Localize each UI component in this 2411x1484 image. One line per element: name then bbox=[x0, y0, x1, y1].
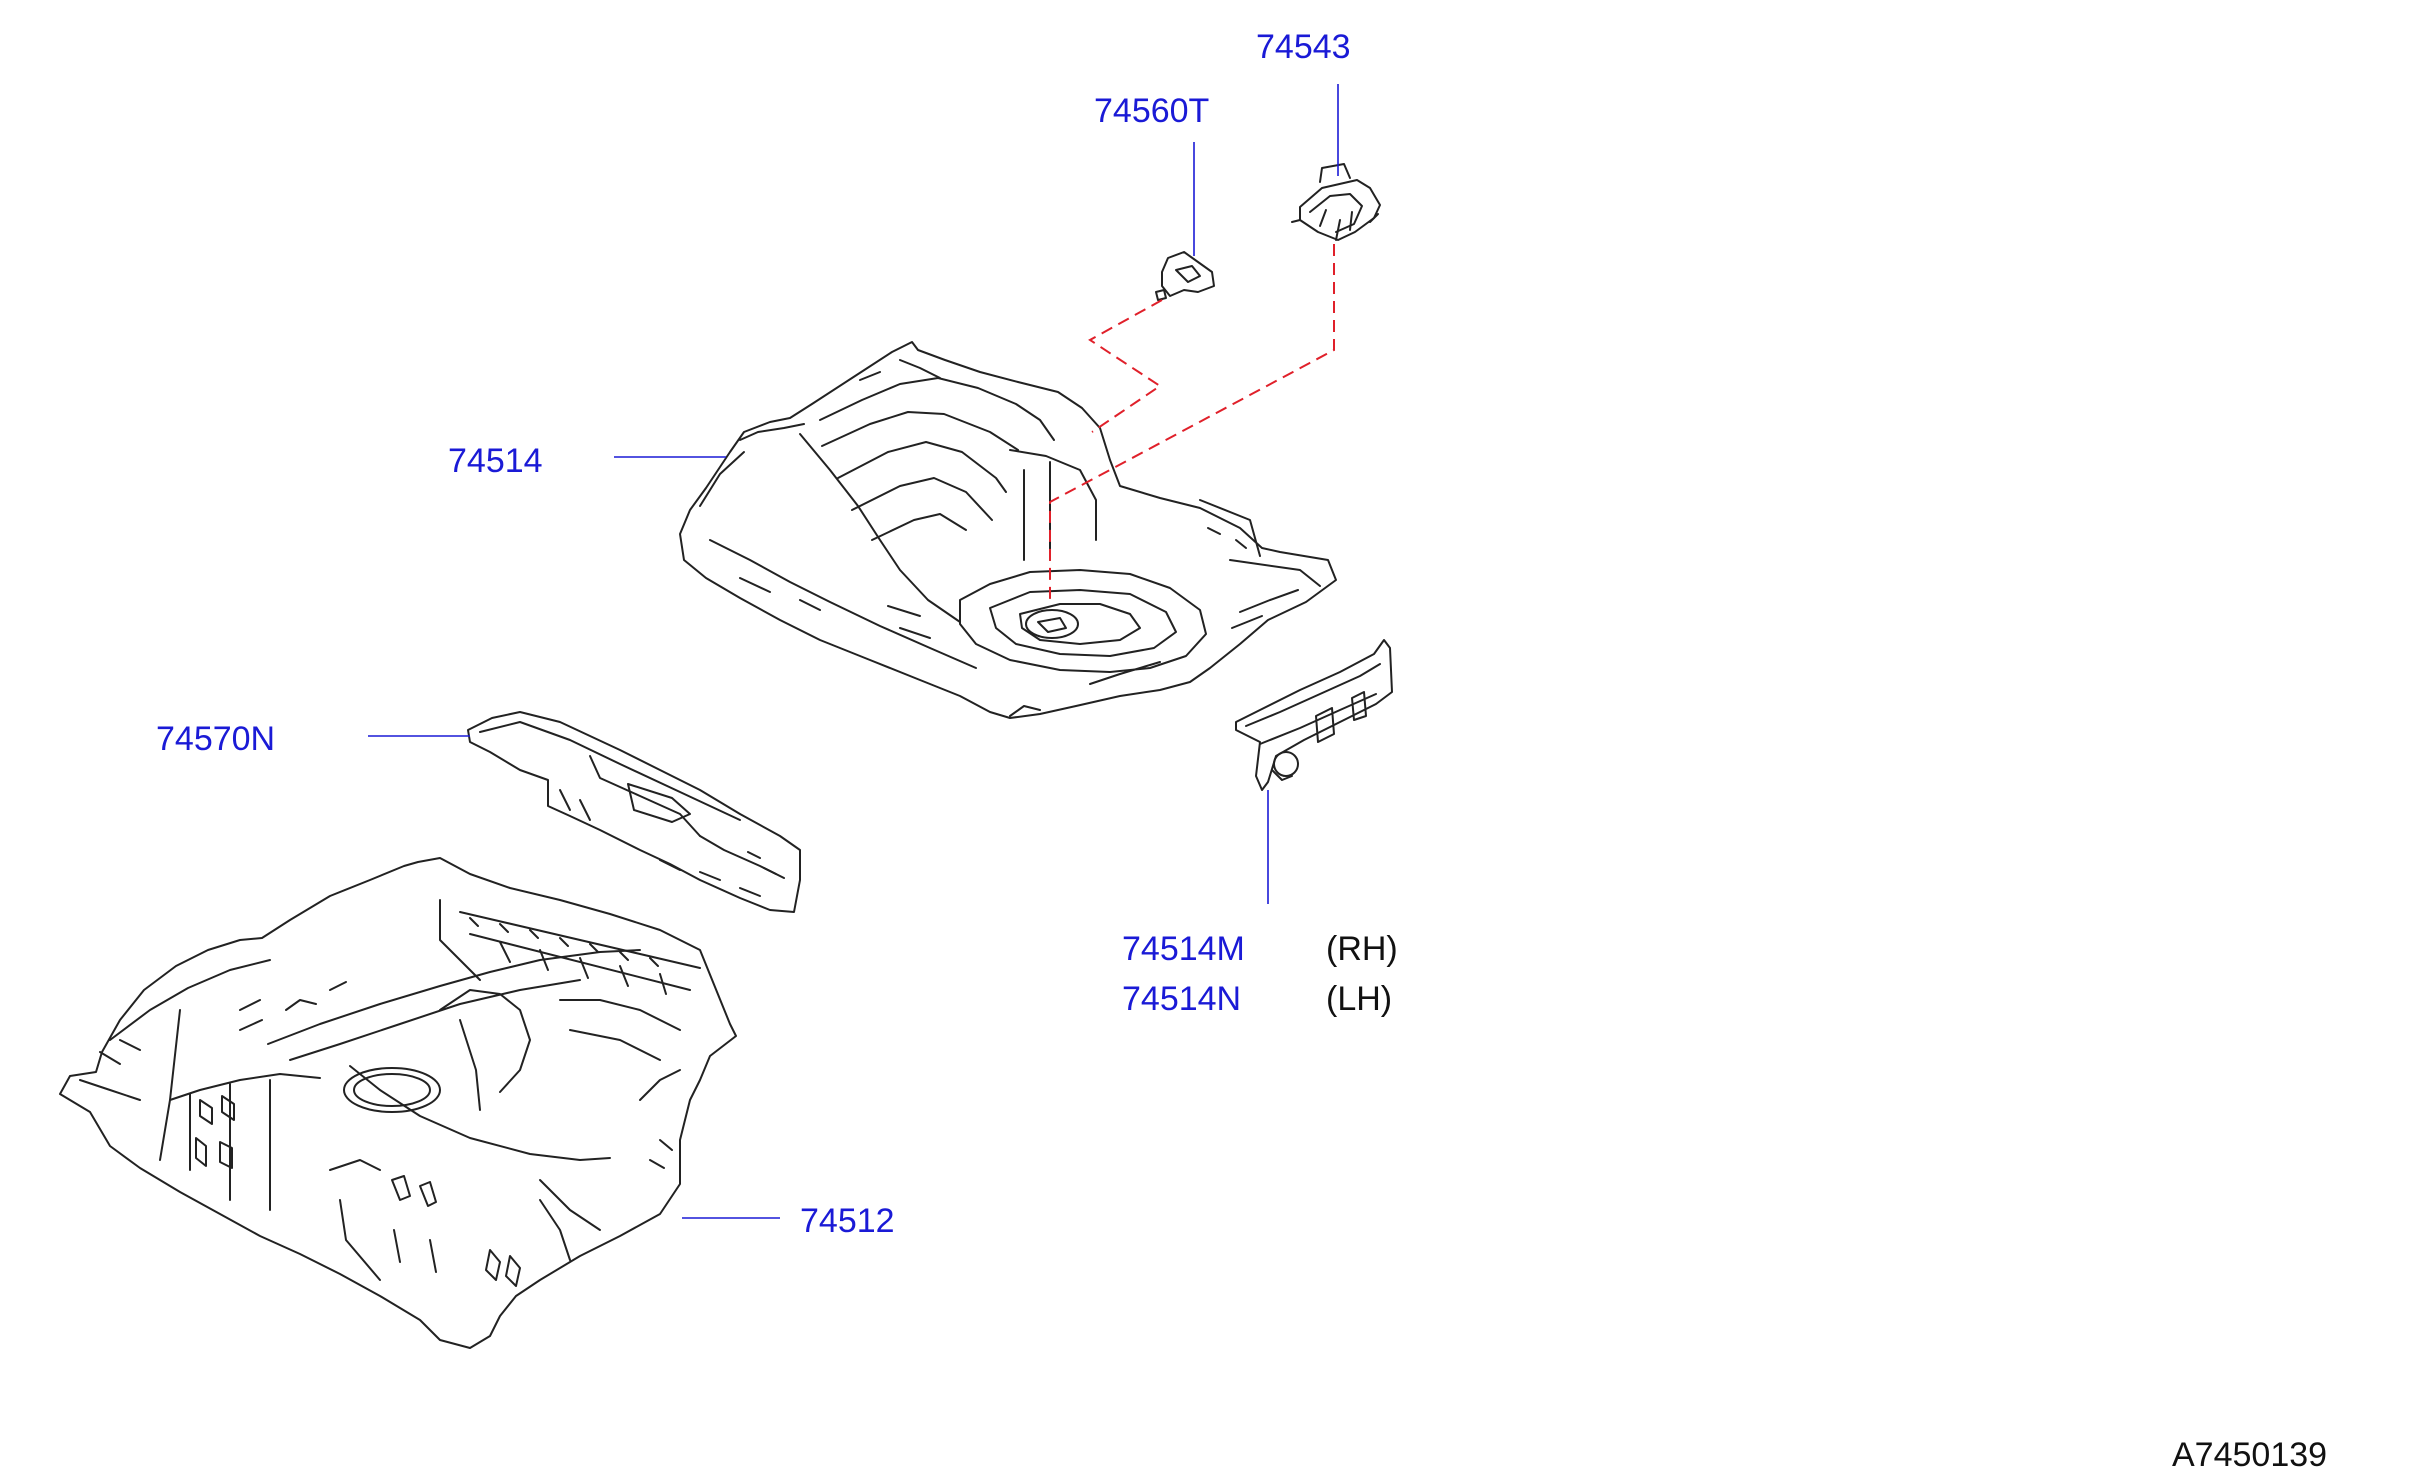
part-number-74512: 74512 bbox=[800, 1202, 895, 1240]
side-label-rh: (RH) bbox=[1326, 930, 1398, 968]
part-number-74570N: 74570N bbox=[156, 720, 276, 758]
part-74560T-drawing bbox=[1155, 251, 1215, 301]
part-number-74514: 74514 bbox=[448, 442, 543, 480]
part-74512-drawing bbox=[59, 857, 737, 1349]
part-number-74543: 74543 bbox=[1256, 28, 1351, 66]
leader-lines bbox=[368, 84, 1339, 1219]
reference-code: A7450139 bbox=[2172, 1436, 2328, 1474]
part-number-74514M: 74514M bbox=[1122, 930, 1245, 968]
dashed-connector-lines bbox=[1049, 244, 1335, 600]
side-label-lh: (LH) bbox=[1326, 980, 1393, 1018]
part-number-74514N: 74514N bbox=[1122, 980, 1242, 1018]
part-74514M-drawing bbox=[1235, 639, 1393, 791]
part-74543-drawing bbox=[1291, 163, 1381, 241]
part-74514-drawing bbox=[679, 341, 1337, 719]
part-number-74560T: 74560T bbox=[1094, 92, 1210, 130]
part-74570N-drawing bbox=[467, 711, 801, 913]
